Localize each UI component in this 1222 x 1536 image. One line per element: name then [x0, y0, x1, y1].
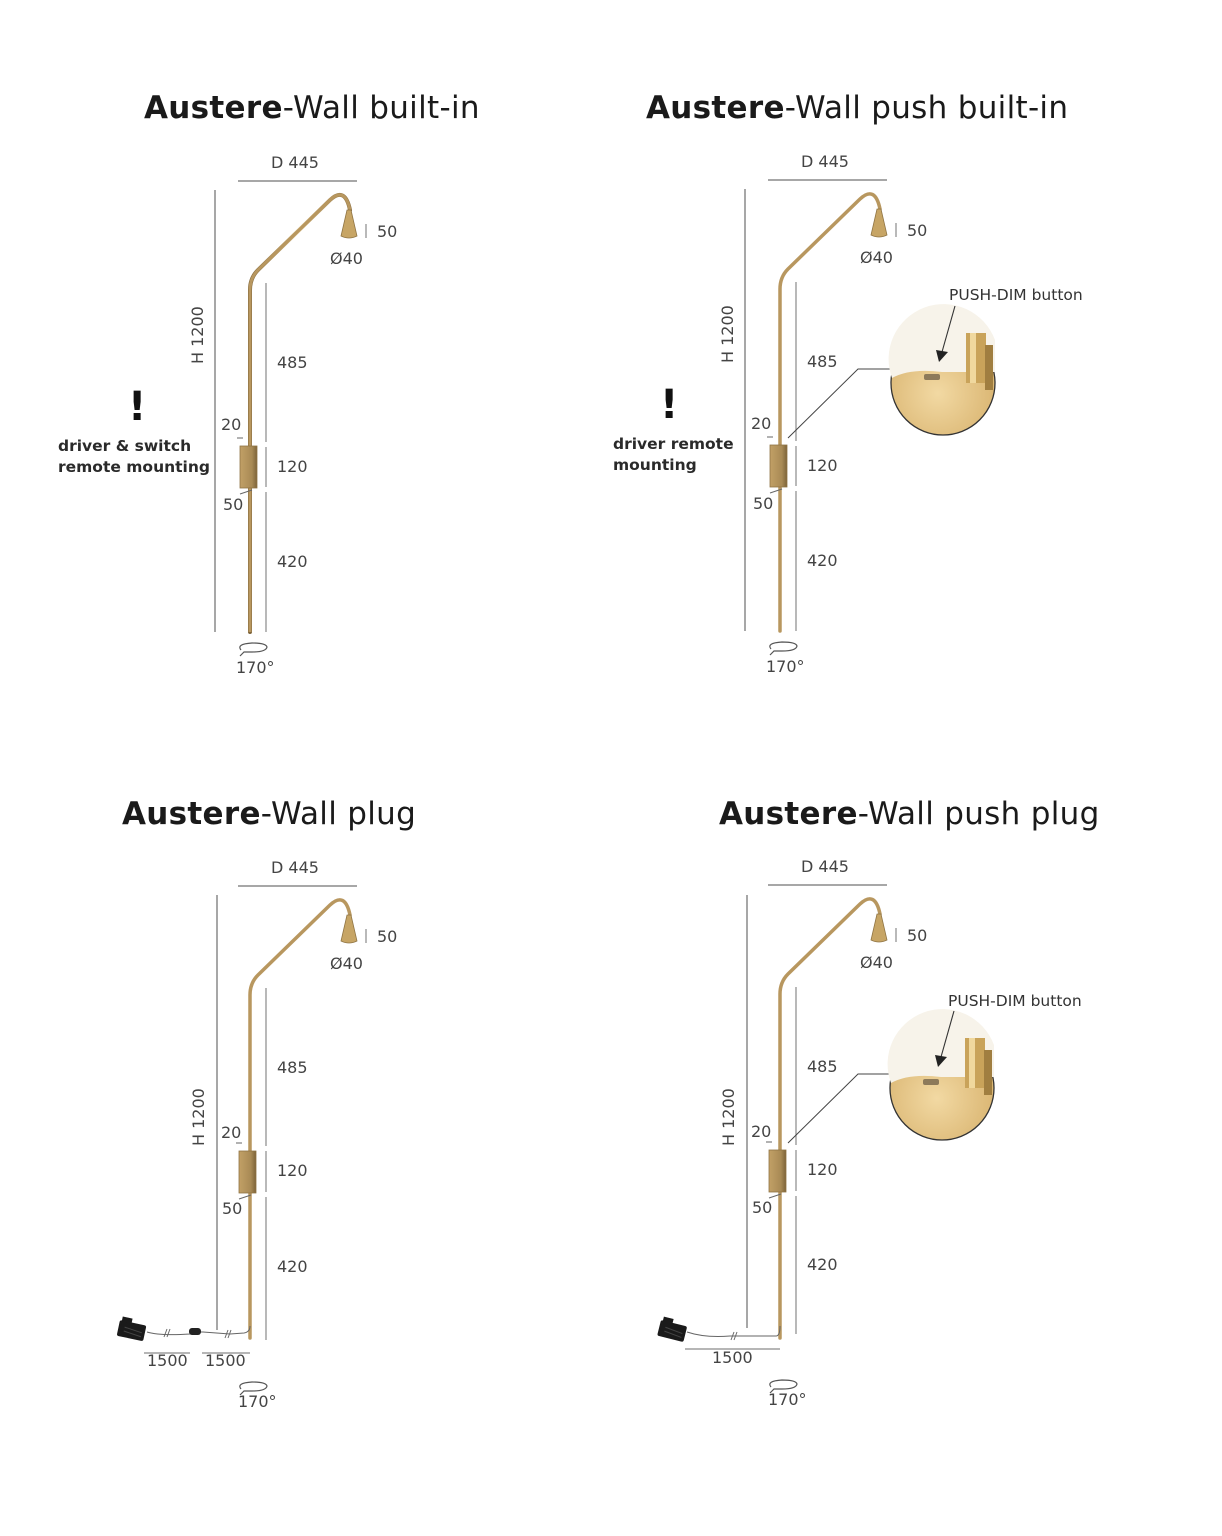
height-dimension: H 1200: [189, 1088, 208, 1146]
lamp-drawing: [214, 180, 367, 657]
title-brand: Austere: [144, 90, 283, 126]
gap-top-dimension: 20: [751, 414, 772, 433]
cable-length-1: 1500: [712, 1348, 753, 1367]
lower-rod-dimension: 420: [277, 1257, 308, 1276]
box-dimension: 120: [277, 1161, 308, 1180]
box-dimension: 120: [277, 457, 308, 476]
lower-rod-dimension: 420: [807, 551, 838, 570]
cable-length-1: 1500: [147, 1351, 188, 1370]
cable-length-2: 1500: [205, 1351, 246, 1370]
mounting-note-line1: driver & switch: [58, 437, 192, 455]
shade-diameter-dimension: Ø40: [330, 954, 363, 973]
rotation-angle: 170°: [766, 657, 805, 676]
mounting-note: driver & switch remote mounting: [58, 436, 210, 478]
panel-wall-push-plug: Austere-Wall push plug: [530, 706, 1141, 1474]
gap-bottom-dimension: 50: [753, 494, 774, 513]
box-dimension: 120: [807, 456, 838, 475]
shade-height-dimension: 50: [377, 927, 398, 946]
depth-dimension: D 445: [801, 152, 849, 171]
depth-dimension: D 445: [271, 153, 319, 172]
panel-wall-plug: Austere-Wall plug D 445 50 Ø40: [0, 706, 611, 1474]
shade-height-dimension: 50: [907, 926, 928, 945]
shade-height-dimension: 50: [907, 221, 928, 240]
panel-title: Austere-Wall plug: [122, 796, 416, 832]
title-brand: Austere: [719, 796, 858, 832]
depth-dimension: D 445: [271, 858, 319, 877]
panel-title: Austere-Wall push plug: [719, 796, 1100, 832]
mounting-note-line1: driver remote: [613, 435, 734, 453]
depth-dimension: D 445: [801, 857, 849, 876]
push-dim-callout: PUSH-DIM button: [949, 286, 1083, 304]
title-variant: -Wall push plug: [857, 796, 1100, 832]
lamp-drawing: [657, 884, 995, 1394]
shade-diameter-dimension: Ø40: [330, 249, 363, 268]
lower-rod-dimension: 420: [807, 1255, 838, 1274]
gap-bottom-dimension: 50: [752, 1198, 773, 1217]
panel-wall-built-in: Austere-Wall built-in D 445 50 Ø40 H 120…: [0, 0, 611, 768]
title-brand: Austere: [122, 796, 261, 832]
upper-rod-dimension: 485: [807, 1057, 838, 1076]
panel-wall-push-built-in: Austere-Wall push built-in D 445 50 Ø40 …: [530, 0, 1141, 768]
lower-rod-dimension: 420: [277, 552, 308, 571]
upper-rod-dimension: 485: [277, 353, 308, 372]
height-dimension: H 1200: [718, 305, 737, 363]
title-brand: Austere: [646, 90, 785, 126]
upper-rod-dimension: 485: [277, 1058, 308, 1077]
push-dim-callout: PUSH-DIM button: [948, 992, 1082, 1010]
gap-bottom-dimension: 50: [222, 1199, 243, 1218]
mounting-note-line2: remote mounting: [58, 458, 210, 476]
panel-title: Austere-Wall push built-in: [646, 90, 1068, 126]
lamp-drawing: [744, 179, 996, 656]
title-variant: -Wall built-in: [282, 90, 480, 126]
gap-top-dimension: 20: [751, 1122, 772, 1141]
warning-icon: !: [128, 384, 147, 430]
panel-title: Austere-Wall built-in: [144, 90, 480, 126]
mounting-note: driver remote mounting: [613, 434, 734, 476]
shade-height-dimension: 50: [377, 222, 398, 241]
title-variant: -Wall plug: [260, 796, 417, 832]
upper-rod-dimension: 485: [807, 352, 838, 371]
title-variant: -Wall push built-in: [784, 90, 1069, 126]
rotation-angle: 170°: [768, 1390, 807, 1409]
mounting-note-line2: mounting: [613, 456, 697, 474]
rotation-angle: 170°: [236, 658, 275, 677]
rotation-angle: 170°: [238, 1392, 277, 1411]
warning-icon: !: [660, 382, 679, 428]
shade-diameter-dimension: Ø40: [860, 953, 893, 972]
gap-top-dimension: 20: [221, 415, 242, 434]
box-dimension: 120: [807, 1160, 838, 1179]
gap-bottom-dimension: 50: [223, 495, 244, 514]
height-dimension: H 1200: [188, 306, 207, 364]
lamp-drawing: [117, 885, 367, 1396]
gap-top-dimension: 20: [221, 1123, 242, 1142]
height-dimension: H 1200: [719, 1088, 738, 1146]
shade-diameter-dimension: Ø40: [860, 248, 893, 267]
